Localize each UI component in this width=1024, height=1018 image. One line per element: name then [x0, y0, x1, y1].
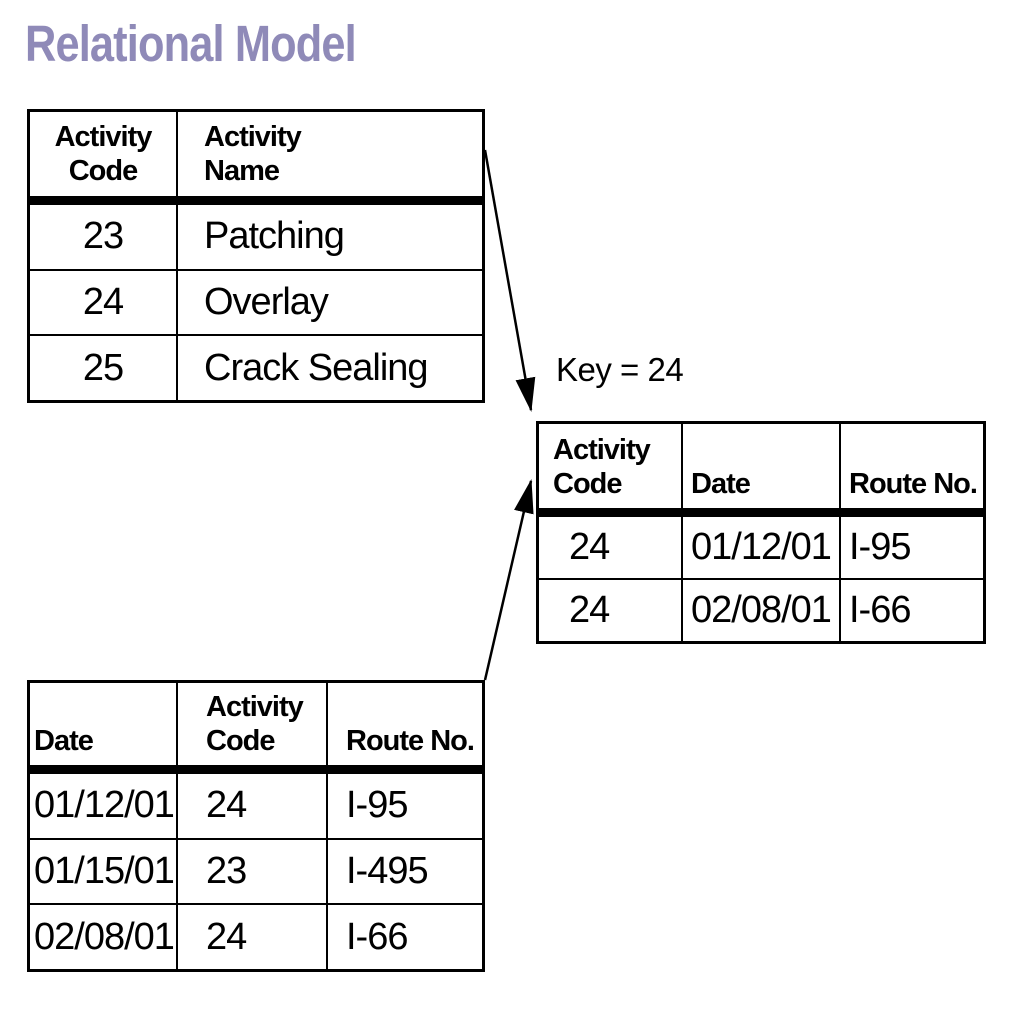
- table-cell: 24: [569, 589, 610, 632]
- header-separator-bar: [30, 196, 482, 205]
- table-cell: Crack Sealing: [176, 336, 482, 401]
- table-cell: I-66: [839, 580, 983, 641]
- table-row: 24 02/08/01 I-66: [539, 578, 983, 641]
- activity-table: Activity Code Activity Name 23 Patching …: [27, 109, 485, 403]
- column-header-activity-code: Activity Code: [54, 120, 153, 187]
- key-result-table: Activity Code Date Route No. 24 01/12/01…: [536, 421, 986, 644]
- table-row: 24 01/12/01 I-95: [539, 517, 983, 578]
- column-header-date: Date: [34, 724, 94, 757]
- table-row: 24 Overlay: [30, 268, 482, 335]
- table-cell: 25: [82, 346, 124, 389]
- table-cell: 02/08/01: [681, 580, 839, 641]
- key-annotation: Key = 24: [556, 351, 684, 388]
- table-cell: 24: [176, 774, 326, 838]
- table-cell: 23: [82, 215, 124, 258]
- activity-table-header-row: Activity Code Activity Name: [30, 112, 482, 196]
- table-cell: I-495: [326, 839, 482, 904]
- column-header-activity-name: Activity Name: [176, 112, 482, 196]
- table-cell: I-95: [326, 774, 482, 838]
- table-cell: 01/12/01: [34, 784, 175, 827]
- key-result-table-header-row: Activity Code Date Route No.: [539, 424, 983, 508]
- table-cell: 01/15/01: [34, 850, 175, 893]
- table-cell: Patching: [176, 205, 482, 269]
- work-log-table-header-row: Date Activity Code Route No.: [30, 683, 482, 765]
- table-cell: I-66: [326, 905, 482, 970]
- work-log-table: Date Activity Code Route No. 01/12/01 24…: [27, 680, 485, 972]
- column-header-route-no: Route No.: [326, 683, 482, 765]
- table-cell: 24: [82, 281, 124, 324]
- arrow-activity-to-key-table: [483, 149, 536, 412]
- table-cell: 24: [176, 905, 326, 970]
- table-cell: 24: [569, 526, 610, 569]
- table-cell: 23: [176, 839, 326, 904]
- page-title: Relational Model: [25, 15, 357, 72]
- column-header-date: Date: [681, 424, 839, 508]
- table-row: 01/15/01 23 I-495: [30, 837, 482, 904]
- column-header-activity-code: Activity Code: [553, 433, 651, 500]
- table-row: 25 Crack Sealing: [30, 334, 482, 401]
- table-row: 01/12/01 24 I-95: [30, 774, 482, 838]
- header-separator-bar: [30, 765, 482, 774]
- column-header-route-no: Route No.: [839, 424, 983, 508]
- table-row: 23 Patching: [30, 205, 482, 269]
- table-cell: 02/08/01: [34, 915, 175, 958]
- column-header-activity-code: Activity Code: [176, 683, 326, 765]
- table-cell: 01/12/01: [681, 517, 839, 578]
- table-cell: I-95: [839, 517, 983, 578]
- table-row: 02/08/01 24 I-66: [30, 903, 482, 970]
- arrow-worklog-to-key-table: [483, 479, 534, 681]
- header-separator-bar: [539, 508, 983, 517]
- table-cell: Overlay: [176, 270, 482, 335]
